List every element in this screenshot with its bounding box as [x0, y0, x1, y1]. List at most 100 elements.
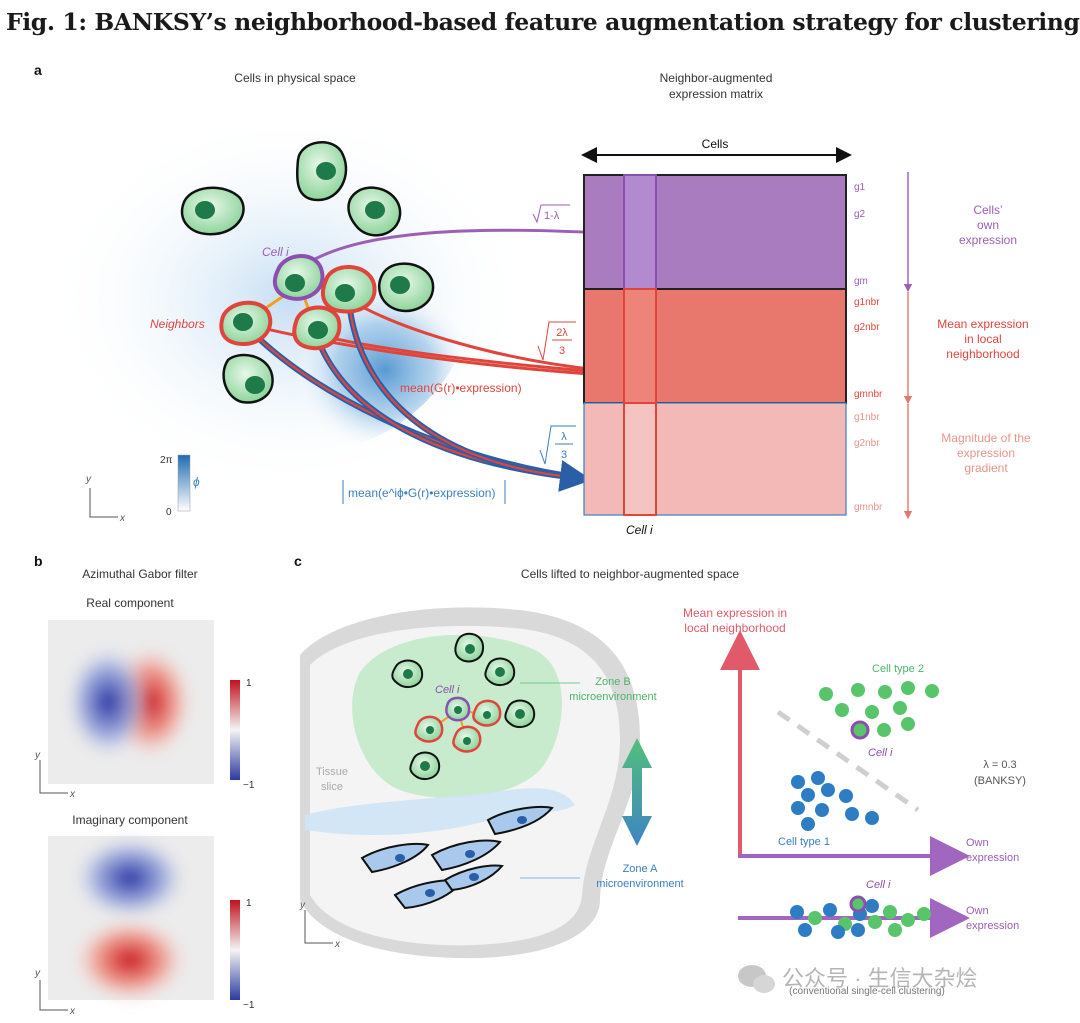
- cell-i: [272, 254, 325, 301]
- svg-text:own: own: [977, 218, 999, 232]
- coef-mean: 2λ 3: [537, 321, 576, 361]
- matrix-cell-i-mean: [623, 288, 657, 404]
- zone-b-cell-i: [445, 696, 471, 722]
- zone-b-neighbor-nuclei: [426, 711, 491, 745]
- cell-type-2-label: Cell type 2: [872, 663, 924, 675]
- axis-y-b2: y: [34, 968, 41, 979]
- decision-boundary: [776, 709, 920, 813]
- phi-max-label: 2π: [160, 455, 173, 466]
- real-colorbar-max: 1: [246, 678, 252, 689]
- embed-cell-i-label: Cell i: [868, 747, 893, 759]
- panel-b-letter: b: [34, 553, 43, 569]
- zone-b-label-line2: microenvironment: [569, 691, 656, 703]
- svg-text:3: 3: [559, 345, 565, 357]
- gradient-arrows: [247, 309, 583, 481]
- svg-text:Magnitude of the: Magnitude of the: [941, 431, 1031, 445]
- panel-c-letter: c: [294, 553, 302, 569]
- embed-y-label-line1: Mean expression in: [683, 606, 787, 620]
- matrix-cell-i-own: [623, 174, 657, 290]
- axes-icon-b2: [39, 980, 68, 1011]
- svg-text:Cells’: Cells’: [973, 203, 1002, 217]
- real-colorbar-min: −1: [243, 780, 255, 791]
- axis-x-c: x: [334, 939, 341, 950]
- matrix-cell-i-label: Cell i: [626, 523, 653, 537]
- cell-type-1-label: Cell type 1: [778, 836, 830, 848]
- section-label-own: Cells’ own expression: [959, 203, 1017, 247]
- svg-text:2λ: 2λ: [556, 327, 568, 339]
- svg-text:expression: expression: [957, 446, 1015, 460]
- axes-icon-b1: [39, 760, 68, 794]
- matrix-title-line2: expression matrix: [669, 87, 763, 101]
- panel-a-letter: a: [34, 62, 42, 78]
- svg-text:公众号 · 生信大杂烩: 公众号 · 生信大杂烩: [782, 966, 978, 991]
- expression-matrix: [583, 174, 847, 516]
- own-expression-arrow: [299, 220, 610, 270]
- imaginary-component-title: Imaginary component: [72, 813, 188, 827]
- svg-text:g2nbr: g2nbr: [854, 438, 880, 449]
- conventional-x-label-line2: expression: [966, 920, 1019, 932]
- zone-a-label-line1: Zone A: [623, 863, 659, 875]
- lambda-label-line2: (BANKSY): [974, 775, 1026, 787]
- svg-text:expression: expression: [959, 233, 1017, 247]
- row-labels-grad: g1nbr g2nbr gmnbr: [854, 412, 883, 513]
- axis-x-a: x: [119, 513, 126, 524]
- svg-text:gmnbr: gmnbr: [854, 502, 883, 513]
- svg-text:in local: in local: [964, 332, 1001, 346]
- coef-grad: λ 3: [539, 425, 576, 465]
- axis-y-c: y: [299, 900, 306, 911]
- axis-y-b1: y: [34, 750, 41, 761]
- cell-i-label: Cell i: [262, 245, 289, 259]
- neighbor-cells: [219, 265, 377, 351]
- embed-y-label-line2: local neighborhood: [684, 621, 785, 635]
- background-cells: [180, 141, 435, 404]
- embed-cell-i: [850, 720, 870, 740]
- imaginary-component-heatmap: [48, 833, 214, 1005]
- axis-x-b2: x: [69, 1006, 76, 1017]
- conventional-cell-i: [849, 895, 867, 913]
- axis-x-b1: x: [69, 789, 76, 800]
- matrix-title-line1: Neighbor-augmented: [660, 71, 773, 85]
- tissue-label-line1: Tissue: [316, 766, 348, 778]
- svg-text:g2nbr: g2nbr: [854, 322, 880, 333]
- conventional-cell-i-label: Cell i: [866, 879, 891, 891]
- axes-icon-a: [89, 488, 118, 518]
- svg-text:mean(e^iϕ•G(r)•expression): mean(e^iϕ•G(r)•expression): [348, 486, 495, 500]
- imag-colorbar: [230, 900, 240, 1000]
- zone-a-region: [305, 788, 575, 835]
- lambda-label-line1: λ = 0.3: [983, 759, 1016, 771]
- figure-title: Fig. 1: BANKSY’s neighborhood-based feat…: [6, 8, 1080, 36]
- mean-expression-formula: mean(G(r)•expression): [400, 381, 522, 395]
- matrix-cell-i-grad: [623, 402, 657, 516]
- svg-text:g2: g2: [854, 209, 866, 220]
- svg-text:gm: gm: [854, 276, 868, 287]
- zone-b-cells: [391, 632, 536, 781]
- imag-colorbar-max: 1: [246, 898, 252, 909]
- real-colorbar: [230, 680, 240, 780]
- neighbors-label: Neighbors: [150, 317, 205, 331]
- phi-colorbar: [177, 454, 191, 512]
- axes-icon-c: [304, 910, 333, 944]
- embed-x-label-line2: expression: [966, 852, 1019, 864]
- svg-text:gmnbr: gmnbr: [854, 389, 883, 400]
- phi-min-label: 0: [166, 507, 172, 518]
- svg-text:neighborhood: neighborhood: [946, 347, 1019, 361]
- embed-x-label-line1: Own: [966, 837, 989, 849]
- zone-b-label-line1: Zone B: [595, 676, 630, 688]
- svg-text:Mean expression: Mean expression: [937, 317, 1028, 331]
- svg-text:1-λ: 1-λ: [544, 210, 560, 222]
- conventional-points: [790, 899, 931, 939]
- section-label-mean: Mean expression in local neighborhood: [937, 317, 1028, 361]
- gabor-title: Azimuthal Gabor filter: [82, 567, 197, 581]
- svg-text:g1nbr: g1nbr: [854, 297, 880, 308]
- row-labels-mean: g1nbr g2nbr gmnbr: [854, 297, 883, 400]
- gradient-formula: mean(e^iϕ•G(r)•expression): [342, 480, 506, 504]
- svg-text:g1nbr: g1nbr: [854, 412, 880, 423]
- watermark: 公众号 · 生信大杂烩: [738, 965, 978, 993]
- zone-b-nuclei: [403, 644, 525, 771]
- coef-own: 1-λ: [532, 204, 570, 224]
- axis-y-a: y: [85, 474, 92, 485]
- tissue-label-line2: slice: [321, 781, 343, 793]
- zone-b-cell-i-label: Cell i: [435, 684, 460, 696]
- lifted-title: Cells lifted to neighbor-augmented space: [521, 567, 739, 581]
